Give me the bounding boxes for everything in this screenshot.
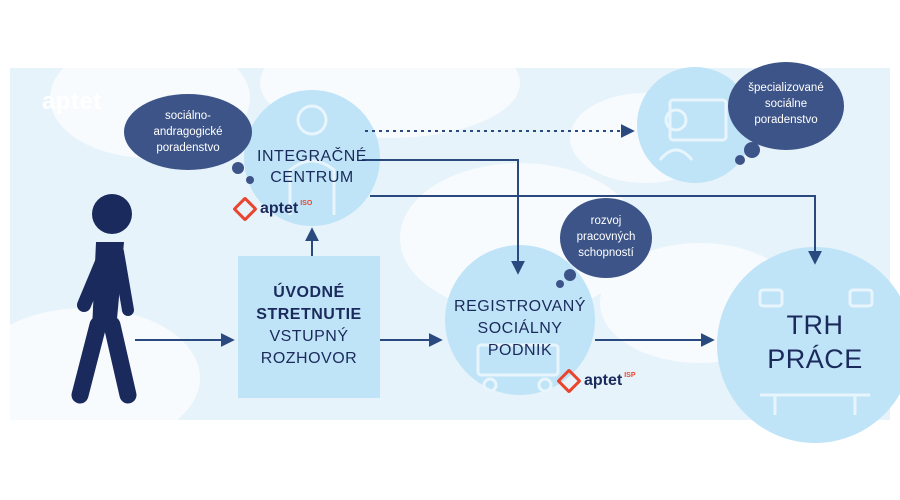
specialized-bubble [728,62,844,165]
aptet-mark-icon [556,368,582,394]
enterprise-badge: aptet ISP [556,368,636,394]
arrow-center-to-market [370,195,822,265]
integration-center-circle [244,90,380,226]
skills-line1: rozvoj [590,215,622,227]
skills-line2: pracovných [576,231,636,243]
labor-market-line2: PRÁCE [767,344,863,374]
labor-market-label: TRH PRÁCE [745,308,885,376]
andragogic-line2: andragogické [153,126,223,138]
meeting-icon [758,288,874,415]
social-enterprise-line2: SOCIÁLNY [477,320,563,337]
arrow-center-to-enterprise [362,159,525,275]
specialized-bubble-text: špecializované sociálne poradenstvo [728,80,844,128]
integration-center-label: INTEGRAČNÉ CENTRUM [252,146,372,188]
specialized-line1: špecializované [748,82,824,94]
intro-meeting-label: ÚVODNÉ STRETNUTIE VSTUPNÝ ROZHOVOR [238,282,380,370]
enterprise-badge-word: aptet [584,372,623,389]
flow-arrows [135,124,822,347]
consultant-icon [658,98,728,161]
social-enterprise-label: REGISTROVANÝ SOCIÁLNY PODNIK [445,296,595,362]
integration-center-line2: CENTRUM [270,169,354,186]
andragogic-bubble-text: sociálno- andragogické poradenstvo [128,108,248,156]
workshop-icon [476,343,560,393]
specialized-line2: sociálne [764,98,808,110]
social-enterprise-line1: REGISTROVANÝ [454,298,586,315]
center-badge: aptet ISO [232,196,313,222]
skills-bubble-text: rozvoj pracovných schopností [560,213,652,261]
skills-line3: schopností [578,247,634,259]
labor-market-line1: TRH [786,310,844,340]
intro-meeting-line3: VSTUPNÝ [269,328,349,345]
person-outline-icon [288,104,336,215]
intro-meeting-bold2: STRETNUTIE [256,306,362,323]
aptet-mark-icon [232,196,258,222]
andragogic-bubble [124,94,254,184]
walking-person-icon [71,194,137,404]
intro-meeting-bold1: ÚVODNÉ [273,284,345,301]
andragogic-line3: poradenstvo [156,142,220,154]
enterprise-badge-sup: ISP [624,371,636,379]
aptet-logo: aptet [42,88,102,116]
center-badge-sup: ISO [300,199,313,207]
specialized-line3: poradenstvo [754,114,818,126]
intro-meeting-line4: ROZHOVOR [260,350,358,367]
social-enterprise-line3: PODNIK [487,342,553,359]
integration-center-line1: INTEGRAČNÉ [257,148,367,165]
intro-meeting-box [238,256,380,398]
skills-bubble [556,198,652,288]
andragogic-line1: sociálno- [164,110,212,122]
center-badge-word: aptet [260,200,299,217]
logo-text: aptet [42,88,102,115]
